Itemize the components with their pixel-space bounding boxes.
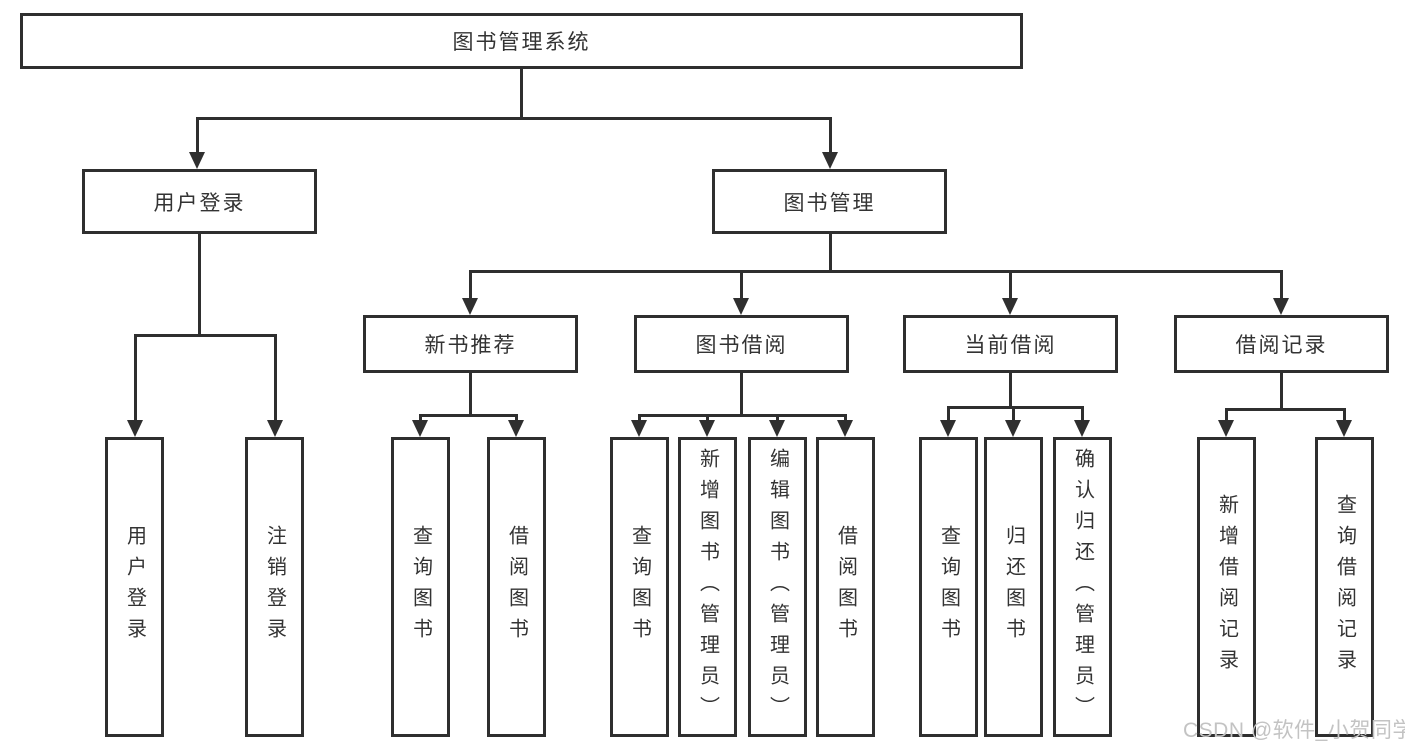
leaf-label: 查询图书 — [409, 525, 432, 649]
arrow-down-icon — [631, 420, 647, 437]
connector-vline — [520, 69, 523, 119]
connector-vline — [196, 118, 199, 152]
leaf-logout: 注销登录 — [245, 437, 304, 737]
connector-vline — [469, 373, 472, 417]
connector-vline — [1009, 271, 1012, 298]
arrow-down-icon — [1273, 298, 1289, 315]
connector-vline — [1081, 407, 1084, 421]
arrow-down-icon — [1218, 420, 1234, 437]
connector-vline — [1280, 373, 1283, 411]
leaf-label: 注销登录 — [263, 525, 286, 649]
leaf-label: 编辑图书（管理员） — [766, 447, 789, 727]
leaf-label: 用户登录 — [123, 525, 146, 649]
connector-vline — [134, 335, 137, 420]
node-current-borrow-label: 当前借阅 — [964, 334, 1057, 357]
arrow-down-icon — [267, 420, 283, 437]
node-borrow-records-label: 借阅记录 — [1235, 334, 1328, 357]
arrow-down-icon — [127, 420, 143, 437]
node-root-label: 图书管理系统 — [452, 31, 591, 54]
connector-hline — [134, 334, 277, 337]
connector-vline — [829, 234, 832, 273]
connector-vline — [469, 271, 472, 298]
leaf-label: 查询图书 — [937, 525, 960, 649]
connector-vline — [776, 415, 779, 421]
connector-vline — [419, 415, 422, 421]
arrow-down-icon — [462, 298, 478, 315]
connector-vline — [638, 415, 641, 421]
arrow-down-icon — [699, 420, 715, 437]
arrow-down-icon — [1074, 420, 1090, 437]
leaf-borrow-book: 借阅图书 — [816, 437, 875, 737]
leaf-label: 借阅图书 — [505, 525, 528, 649]
node-new-book-recommend-label: 新书推荐 — [424, 334, 517, 357]
connector-vline — [844, 415, 847, 421]
connector-hline — [1225, 408, 1346, 411]
leaf-query-book-current: 查询图书 — [919, 437, 978, 737]
connector-hline — [947, 406, 1084, 409]
node-root: 图书管理系统 — [20, 13, 1023, 69]
connector-vline — [198, 234, 201, 337]
leaf-label: 查询借阅记录 — [1333, 494, 1356, 680]
node-user-login-label: 用户登录 — [153, 191, 246, 215]
connector-vline — [706, 415, 709, 421]
connector-hline — [469, 270, 1283, 273]
leaf-query-borrow-record: 查询借阅记录 — [1315, 437, 1374, 737]
leaf-add-book-admin: 新增图书（管理员） — [678, 437, 737, 737]
connector-vline — [947, 407, 950, 421]
arrow-down-icon — [1005, 420, 1021, 437]
connector-vline — [1280, 271, 1283, 298]
leaf-label: 查询图书 — [628, 525, 651, 649]
arrow-down-icon — [508, 420, 524, 437]
arrow-down-icon — [412, 420, 428, 437]
arrow-down-icon — [1336, 420, 1352, 437]
connector-hline — [638, 414, 847, 417]
arrow-down-icon — [822, 152, 838, 169]
node-user-login: 用户登录 — [82, 169, 317, 234]
leaf-return-book: 归还图书 — [984, 437, 1043, 737]
connector-vline — [1012, 407, 1015, 421]
connector-vline — [1343, 409, 1346, 421]
arrow-down-icon — [837, 420, 853, 437]
arrow-down-icon — [189, 152, 205, 169]
node-borrow-records: 借阅记录 — [1174, 315, 1389, 373]
connector-vline — [1225, 409, 1228, 421]
leaf-edit-book-admin: 编辑图书（管理员） — [748, 437, 807, 737]
connector-vline — [1009, 373, 1012, 409]
leaf-label: 新增图书（管理员） — [696, 447, 719, 727]
node-new-book-recommend: 新书推荐 — [363, 315, 578, 373]
connector-hline — [196, 117, 832, 120]
node-book-management: 图书管理 — [712, 169, 947, 234]
connector-vline — [740, 373, 743, 417]
connector-vline — [515, 415, 518, 421]
leaf-label: 新增借阅记录 — [1215, 494, 1238, 680]
leaf-label: 归还图书 — [1002, 525, 1025, 649]
connector-hline — [419, 414, 518, 417]
arrow-down-icon — [1002, 298, 1018, 315]
connector-vline — [740, 271, 743, 298]
watermark: CSDN @软件_小贺同学 — [1183, 719, 1405, 742]
node-book-borrow: 图书借阅 — [634, 315, 849, 373]
connector-vline — [829, 118, 832, 152]
arrow-down-icon — [769, 420, 785, 437]
leaf-label: 确认归还（管理员） — [1071, 447, 1094, 727]
node-book-management-label: 图书管理 — [783, 191, 876, 215]
leaf-confirm-return-admin: 确认归还（管理员） — [1053, 437, 1112, 737]
node-current-borrow: 当前借阅 — [903, 315, 1118, 373]
leaf-query-book-borrow: 查询图书 — [610, 437, 669, 737]
leaf-add-borrow-record: 新增借阅记录 — [1197, 437, 1256, 737]
leaf-label: 借阅图书 — [834, 525, 857, 649]
node-book-borrow-label: 图书借阅 — [695, 334, 788, 357]
leaf-borrow-book-recommend: 借阅图书 — [487, 437, 546, 737]
arrow-down-icon — [940, 420, 956, 437]
connector-vline — [274, 335, 277, 420]
leaf-query-book-recommend: 查询图书 — [391, 437, 450, 737]
arrow-down-icon — [733, 298, 749, 315]
leaf-user-login: 用户登录 — [105, 437, 164, 737]
